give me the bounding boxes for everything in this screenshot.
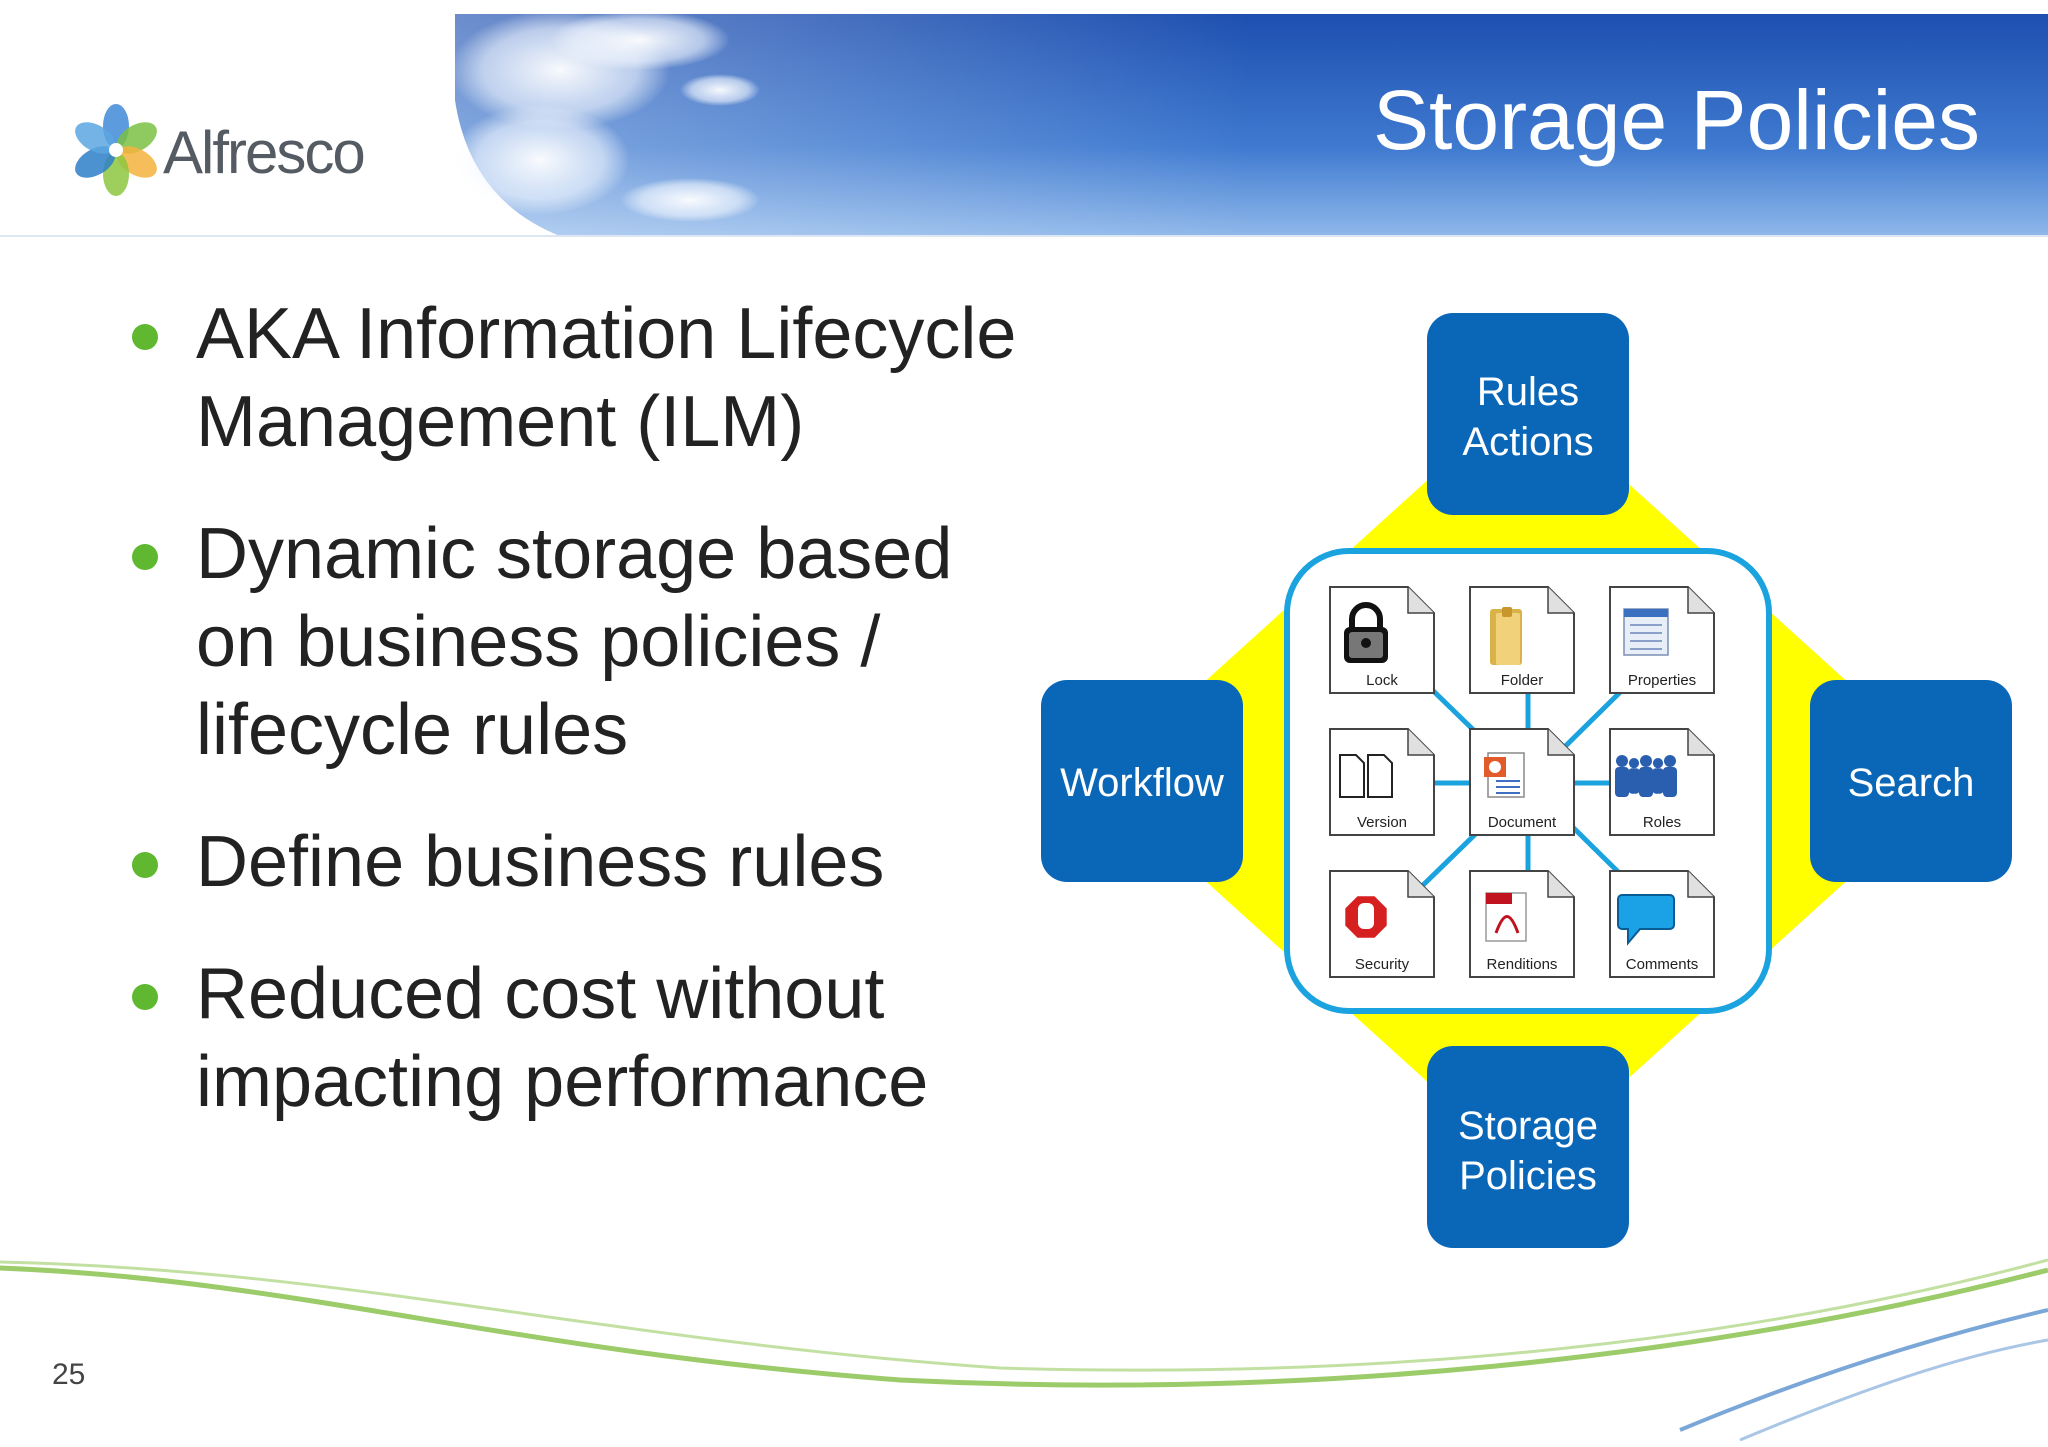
lock-icon — [1344, 602, 1388, 663]
bullet-item: AKA Information Lifecycle Management (IL… — [120, 290, 1020, 466]
tile-comments: Comments — [1609, 870, 1715, 978]
tile-label: Version — [1357, 814, 1407, 831]
bullet-text: AKA Information Lifecycle Management (IL… — [196, 294, 1017, 462]
tile-security: Security — [1329, 870, 1435, 978]
bullet-dot-icon — [132, 852, 158, 878]
bullet-text: Dynamic storage based on business polici… — [196, 514, 953, 770]
footer-swoosh — [0, 1258, 2048, 1442]
tile-label: Comments — [1626, 956, 1699, 973]
version-icon — [1339, 754, 1393, 798]
tile-label: Roles — [1643, 814, 1681, 831]
tile-version: Version — [1329, 728, 1435, 836]
brand-name: Alfresco — [163, 119, 366, 186]
workflow-label: Workflow — [1060, 761, 1224, 805]
bullet-text: Reduced cost without impacting performan… — [196, 954, 929, 1122]
header-sky-banner — [0, 10, 2048, 237]
stop-sign-icon — [1342, 893, 1390, 941]
tile-label: Folder — [1501, 672, 1544, 689]
tile-label: Properties — [1628, 672, 1696, 689]
pdf-icon — [1485, 892, 1527, 942]
search-label: Search — [1848, 761, 1975, 805]
roles-icon — [1615, 755, 1677, 797]
tile-label: Lock — [1366, 672, 1398, 689]
properties-icon — [1623, 608, 1669, 656]
content-services-diagram: Rules Actions Workflow Search Storage Po… — [1041, 313, 2012, 1248]
tile-label: Security — [1355, 956, 1410, 973]
rules-actions-label-line2: Actions — [1462, 420, 1593, 464]
tile-properties: Properties — [1609, 586, 1715, 694]
tile-folder: Folder — [1469, 586, 1575, 694]
bullet-dot-icon — [132, 984, 158, 1010]
folder-icon — [1490, 607, 1522, 665]
tile-label: Document — [1488, 814, 1557, 831]
tile-document: Document — [1469, 728, 1575, 836]
search-box — [1810, 680, 2012, 882]
rules-actions-label-line1: Rules — [1477, 370, 1579, 414]
storage-policies-label-line1: Storage — [1458, 1104, 1598, 1148]
tile-roles: Roles — [1609, 728, 1715, 836]
bullet-dot-icon — [132, 544, 158, 570]
rules-actions-box — [1427, 313, 1629, 515]
tile-lock: Lock — [1329, 586, 1435, 694]
document-icon — [1484, 752, 1525, 798]
tile-renditions: Renditions — [1469, 870, 1575, 978]
bullet-dot-icon — [132, 324, 158, 350]
tile-label: Renditions — [1487, 956, 1558, 973]
storage-policies-box — [1427, 1046, 1629, 1248]
slide-title: Storage Policies — [1373, 73, 1980, 167]
storage-policies-label-line2: Policies — [1459, 1154, 1597, 1198]
bullet-list: AKA Information Lifecycle Management (IL… — [120, 290, 1020, 1126]
bullet-text: Define business rules — [196, 822, 885, 902]
bullet-item: Define business rules — [120, 818, 1020, 906]
comment-icon — [1617, 894, 1675, 946]
page-number: 25 — [52, 1358, 86, 1391]
workflow-box — [1041, 680, 1243, 882]
bullet-item: Reduced cost without impacting performan… — [120, 950, 1020, 1126]
bullet-item: Dynamic storage based on business polici… — [120, 510, 1020, 774]
alfresco-logo-flower-icon — [75, 104, 157, 196]
